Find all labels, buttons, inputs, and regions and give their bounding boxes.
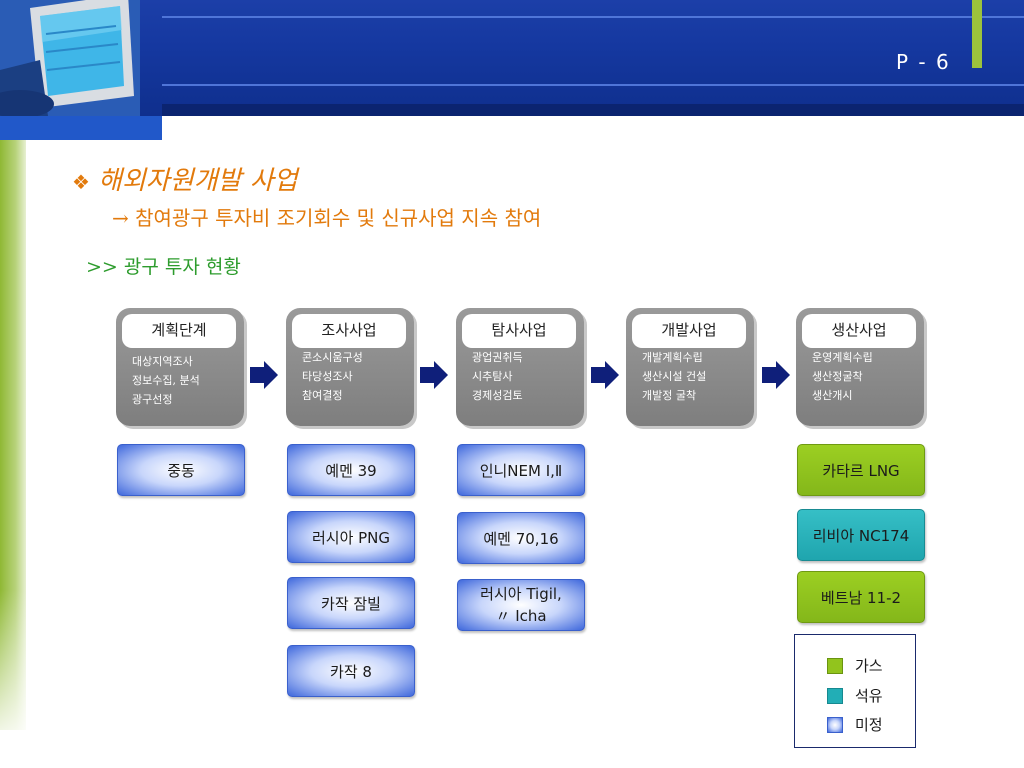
project-box: 인니NEM Ⅰ,Ⅱ xyxy=(457,444,585,496)
project-box: 러시아 Tigil, 〃 Icha xyxy=(457,579,585,631)
stage-detail: 참여결정 xyxy=(302,389,343,402)
legend-label: 미정 xyxy=(855,716,883,734)
stage-detail: 광업권취득 xyxy=(472,351,523,364)
arrow-right-icon xyxy=(420,361,448,389)
header-accent-bar xyxy=(972,0,982,68)
stage-label: 계획단계 xyxy=(122,314,236,348)
project-box: 카타르 LNG xyxy=(797,444,925,496)
legend-label: 석유 xyxy=(855,687,883,705)
slide-title-text: 해외자원개발 사업 xyxy=(97,166,298,196)
slide-title: ❖ 해외자원개발 사업 xyxy=(72,160,298,197)
slide-subtitle: → 참여광구 투자비 조기회수 및 신규사업 지속 참여 xyxy=(112,206,542,230)
stage-detail: 광구선정 xyxy=(132,393,173,406)
header-stripe xyxy=(162,84,1024,86)
stage-detail: 경제성검토 xyxy=(472,389,523,402)
project-box: 카작 8 xyxy=(287,645,415,697)
stage-detail: 정보수집, 분석 xyxy=(132,374,200,387)
project-box: 중동 xyxy=(117,444,245,496)
stage-detail: 타당성조사 xyxy=(302,370,353,383)
stage-detail: 생산개시 xyxy=(812,389,853,402)
diamond-bullet-icon: ❖ xyxy=(72,170,90,194)
side-accent-fade xyxy=(0,590,26,768)
project-box-line: 〃 Icha xyxy=(495,607,547,625)
undecided-swatch-icon xyxy=(827,716,843,733)
project-box: 예멘 70,16 xyxy=(457,512,585,564)
stage-detail: 대상지역조사 xyxy=(132,355,193,368)
stage-detail: 콘소시움구성 xyxy=(302,351,363,364)
header-blue-tab xyxy=(0,116,162,140)
stage-detail: 생산정굴착 xyxy=(812,370,863,383)
arrow-right-icon xyxy=(762,361,790,389)
stage-detail: 시추탐사 xyxy=(472,370,513,383)
stage-label: 개발사업 xyxy=(632,314,746,348)
project-box: 예멘 39 xyxy=(287,444,415,496)
stage-detail: 생산시설 건설 xyxy=(642,370,707,383)
legend-item: 미정 xyxy=(827,714,883,735)
project-box: 리비아 NC174 xyxy=(797,509,925,561)
stage-detail: 개발정 굴착 xyxy=(642,389,697,402)
stage-label: 생산사업 xyxy=(802,314,916,348)
stage-planning: 계획단계 대상지역조사 정보수집, 분석 광구선정 xyxy=(116,308,244,426)
legend-item: 석유 xyxy=(827,685,883,706)
legend-item: 가스 xyxy=(827,655,883,676)
section-title: >> 광구 투자 현황 xyxy=(86,256,241,278)
stage-detail: 운영계획수립 xyxy=(812,351,873,364)
stage-detail: 개발계획수립 xyxy=(642,351,703,364)
oil-swatch-icon xyxy=(827,687,843,704)
gas-swatch-icon xyxy=(827,657,843,674)
arrow-right-icon xyxy=(591,361,619,389)
stage-production: 생산사업 운영계획수립 생산정굴착 생산개시 xyxy=(796,308,924,426)
stage-exploration: 탐사사업 광업권취득 시추탐사 경제성검토 xyxy=(456,308,584,426)
arrow-right-icon xyxy=(250,361,278,389)
monitor-logo-image xyxy=(0,0,140,116)
project-box: 러시아 PNG xyxy=(287,511,415,563)
legend: 가스 석유 미정 xyxy=(794,634,916,748)
project-box: 베트남 11-2 xyxy=(797,571,925,623)
stage-label: 조사사업 xyxy=(292,314,406,348)
legend-label: 가스 xyxy=(855,657,883,675)
header-dark-strip xyxy=(162,104,1024,116)
stage-development: 개발사업 개발계획수립 생산시설 건설 개발정 굴착 xyxy=(626,308,754,426)
page-number: P - 6 xyxy=(896,50,951,74)
project-box: 카작 잠빌 xyxy=(287,577,415,629)
monitor-icon xyxy=(0,0,140,116)
project-box-line: 러시아 Tigil, xyxy=(480,585,562,603)
header-stripe xyxy=(162,16,1024,18)
stage-label: 탐사사업 xyxy=(462,314,576,348)
stage-survey: 조사사업 콘소시움구성 타당성조사 참여결정 xyxy=(286,308,414,426)
header-band xyxy=(138,0,1024,116)
